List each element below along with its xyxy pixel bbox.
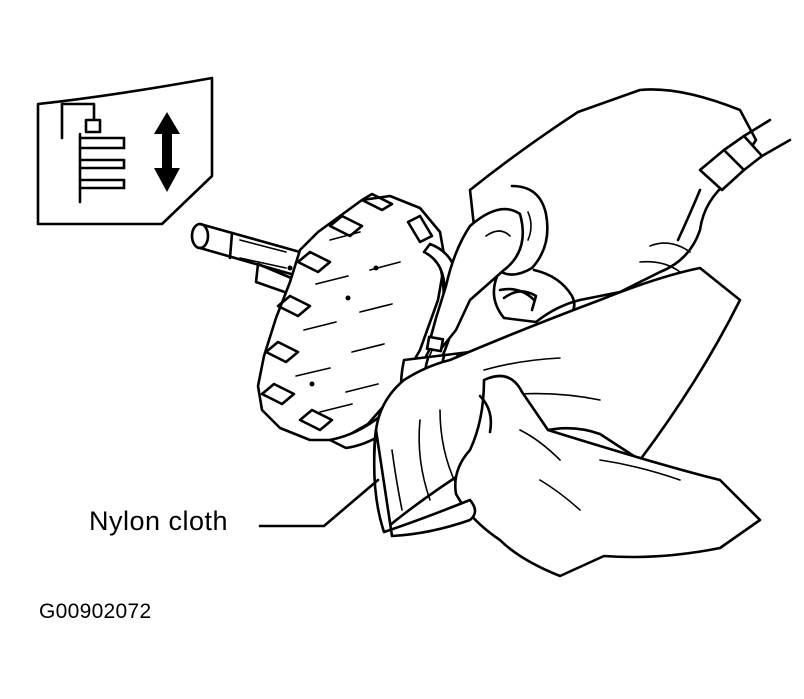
callout-leader-line [258,478,380,528]
clutch-drum [256,192,447,442]
clutch-stack-symbol-icon [60,102,126,204]
nylon-cloth-label: Nylon cloth [89,506,229,536]
up-down-arrow-icon [154,112,180,192]
cloth-fold [372,428,477,538]
inset-box [36,76,214,226]
figure-id-label: G00902072 [39,600,152,623]
shaft [190,222,302,298]
air-nozzle [425,207,538,353]
air-hose-fitting [676,118,792,242]
lower-hand [454,374,762,578]
upper-hand [468,88,758,324]
